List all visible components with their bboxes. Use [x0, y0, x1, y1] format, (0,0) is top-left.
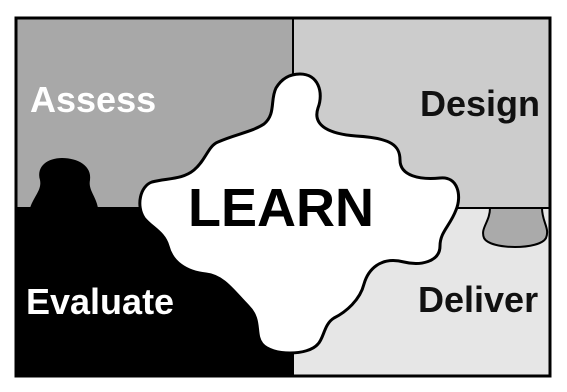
evaluate-knob [30, 158, 98, 208]
outer-border [14, 16, 552, 378]
evaluate-label: Evaluate [26, 281, 174, 322]
design-deliver-knob [482, 207, 549, 248]
assess-label: Assess [30, 79, 156, 120]
learn-center-piece [138, 72, 461, 355]
deliver-label: Deliver [418, 279, 538, 320]
learn-label: LEARN [188, 178, 374, 238]
design-label: Design [420, 83, 540, 124]
